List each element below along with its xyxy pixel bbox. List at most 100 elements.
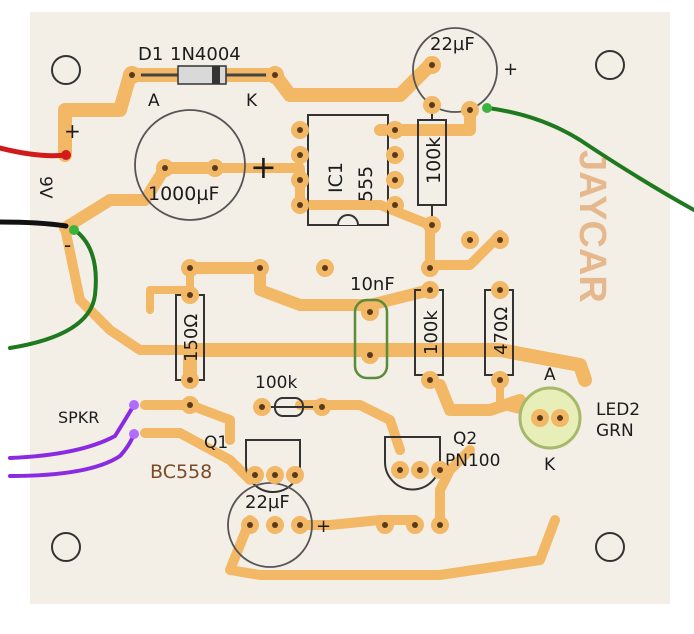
drill-hole <box>392 202 398 208</box>
drill-hole <box>297 522 303 528</box>
drill-hole <box>247 522 253 528</box>
drill-hole <box>187 292 193 298</box>
track <box>140 428 255 485</box>
ic1-555: IC1 555 <box>307 114 389 226</box>
drill-hole <box>412 522 418 528</box>
wire-negative-ground <box>8 229 98 350</box>
capacitor-22uf-bottom: 22µF + <box>227 482 331 568</box>
wire-speaker-1 <box>8 403 136 460</box>
track <box>60 223 195 355</box>
drill-hole <box>187 265 193 271</box>
capacitor-outline <box>134 109 246 221</box>
transistor-value: BC558 <box>150 461 212 483</box>
drill-hole <box>427 377 433 383</box>
capacitor-outline <box>353 298 389 380</box>
capacitor-value: 10nF <box>350 274 395 295</box>
mounting-hole-top-right <box>595 50 625 80</box>
ic1-ref: IC1 <box>325 162 347 193</box>
track <box>225 515 560 580</box>
ic1-value: 555 <box>355 166 377 202</box>
solder-pads <box>123 56 569 534</box>
capacitor-outline <box>227 482 313 568</box>
wire-end-positive <box>61 150 71 160</box>
drill-hole <box>392 127 398 133</box>
track <box>435 445 475 530</box>
resistor-value: 470Ω <box>491 307 512 355</box>
diode-d1-anode-label: A <box>148 91 160 111</box>
resistor-body <box>274 397 304 417</box>
drill-hole <box>322 265 328 271</box>
drill-hole <box>437 467 443 473</box>
transistor-ref: Q1 <box>204 433 228 453</box>
drill-hole <box>162 165 168 171</box>
drill-hole <box>429 222 435 228</box>
power-connection: + 9V - <box>35 119 81 257</box>
capacitor-10nf: 10nF <box>350 274 395 380</box>
led2: A K LED2 GRN <box>518 365 640 475</box>
transistor-ref: Q2 <box>453 429 477 449</box>
drill-hole <box>297 152 303 158</box>
drill-hole <box>497 287 503 293</box>
led2-cathode-label: K <box>544 455 556 475</box>
led2-color: GRN <box>596 421 634 441</box>
track <box>295 515 420 530</box>
drill-hole <box>537 415 543 421</box>
drill-hole <box>382 522 388 528</box>
wire-end-speaker-2 <box>129 429 139 439</box>
diode-d1-ref: D1 <box>138 44 163 65</box>
capacitor-value: 22µF <box>245 492 290 513</box>
track <box>140 400 235 445</box>
resistor-value: 100k <box>255 373 297 393</box>
track <box>59 162 221 234</box>
copper-tracks <box>58 58 592 580</box>
drill-hole <box>417 467 423 473</box>
capacitor-1000uf: 1000µF + <box>134 109 277 221</box>
drill-hole <box>427 287 433 293</box>
drill-hole <box>187 377 193 383</box>
drill-hole <box>257 265 263 271</box>
resistor-value: 100k <box>421 310 442 355</box>
track <box>146 264 194 314</box>
drill-hole <box>497 237 503 243</box>
capacitor-polarity: + <box>503 59 518 80</box>
drill-hole <box>367 309 373 315</box>
reverse-side-ghost-text: JAYCAR <box>571 150 613 303</box>
drill-hole <box>297 127 303 133</box>
resistor-value: 100k <box>423 137 445 184</box>
speaker-label: SPKR <box>58 408 99 427</box>
drill-hole <box>272 472 278 478</box>
drill-hole <box>429 62 435 68</box>
drill-hole <box>252 472 258 478</box>
drill-hole <box>392 177 398 183</box>
transistor-value: PN100 <box>445 451 500 471</box>
mounting-hole-bottom-right <box>595 532 625 562</box>
wire-end-speaker-1 <box>129 400 139 410</box>
ic1-notch <box>337 214 359 226</box>
capacitor-value: 1000µF <box>148 183 219 205</box>
power-minus-label: - <box>64 233 71 257</box>
diode-d1-value: 1N4004 <box>170 44 241 65</box>
drill-hole <box>437 522 443 528</box>
resistor-100k-top: 100k <box>417 105 447 225</box>
drill-hole <box>427 265 433 271</box>
drill-hole <box>467 107 473 113</box>
wire-end-negative <box>69 225 79 235</box>
led2-ref: LED2 <box>596 400 640 420</box>
capacitor-22uf-top: 22µF + <box>412 27 518 113</box>
wire-endpoints <box>61 103 492 439</box>
resistor-value: 150Ω <box>181 314 202 362</box>
drill-hole <box>367 352 373 358</box>
wire-speaker-2 <box>8 432 136 478</box>
capacitor-value: 22µF <box>430 34 475 55</box>
drill-hole <box>557 415 563 421</box>
drill-hole <box>129 72 135 78</box>
power-voltage-label: 9V <box>35 176 55 199</box>
transistor-q2: Q2 PN100 <box>384 429 500 491</box>
resistor-100k-small: 100k <box>255 373 322 417</box>
wire-end-led <box>482 103 492 113</box>
mounting-holes <box>51 50 625 562</box>
drill-hole <box>272 522 278 528</box>
power-plus-label: + <box>64 119 81 143</box>
capacitor-polarity: + <box>250 148 277 186</box>
